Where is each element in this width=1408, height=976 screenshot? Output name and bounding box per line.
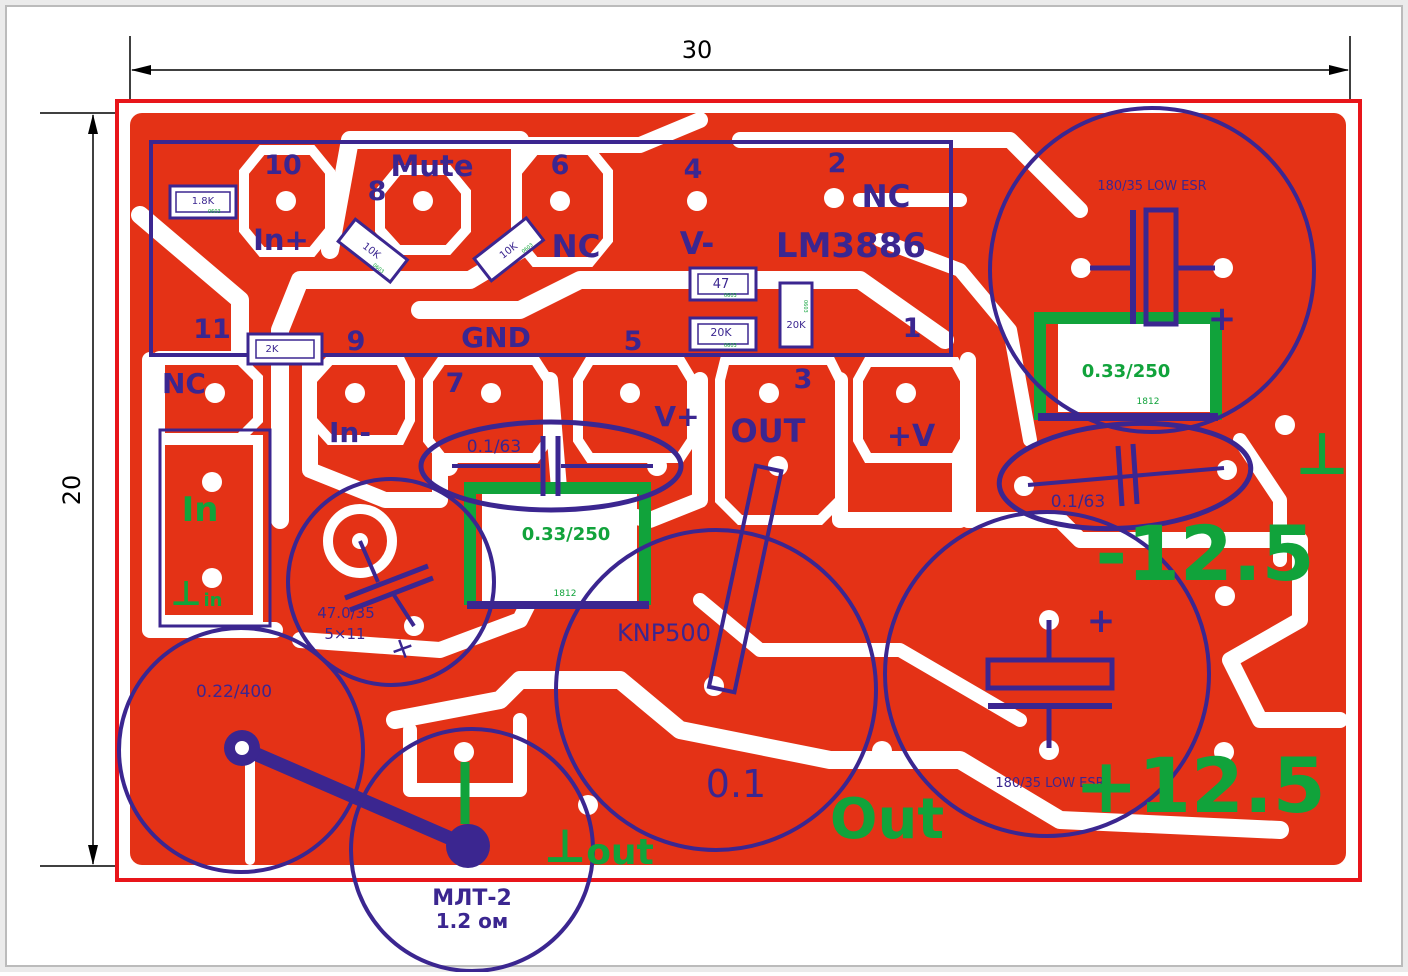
svg-text:0603: 0603 <box>724 293 737 299</box>
cap-ceramic-right: 0.1/63 <box>996 420 1254 532</box>
pad-hole-2 <box>824 188 844 208</box>
label-in-plus: In+ <box>253 223 309 257</box>
svg-text:180/35 LOW ESR: 180/35 LOW ESR <box>1097 179 1206 194</box>
label-out-connector: Out <box>830 787 944 852</box>
pin-number-2: 2 <box>828 148 847 179</box>
svg-text:0603: 0603 <box>724 343 737 349</box>
label-gnd-supply: ⊥ <box>1295 420 1348 488</box>
connector-labels: ⊥ out Out ⊥ -12.5 +12.5 <box>460 420 1349 873</box>
pin-number-4: 4 <box>684 154 703 185</box>
smd-resistor-r1: 1.8K 0603 <box>168 184 238 220</box>
ic-outline <box>149 140 953 357</box>
ic-labels: 10 8 6 4 2 11 9 7 5 3 1 Mute In+ NC NC V… <box>162 148 936 454</box>
pad-hole-10 <box>276 191 296 211</box>
pin-number-3: 3 <box>794 364 813 395</box>
resistor-mlt2: МЛТ-2 1.2 ом <box>349 727 595 973</box>
input-connector: In ⊥ in <box>158 428 272 628</box>
label-in-minus: In- <box>329 416 371 449</box>
cap-zobel: 0.22/400 <box>117 626 490 874</box>
smd-resistor-r2: 10K 0603 <box>336 217 410 285</box>
svg-text:20K: 20K <box>710 326 732 339</box>
svg-text:2K: 2K <box>266 344 279 355</box>
smd-resistor-r7: 2K <box>246 332 324 366</box>
smd-resistor-r3: 10K 0603 <box>472 215 546 283</box>
pin-number-1: 1 <box>903 313 922 344</box>
dimension-height-label: 20 <box>58 475 86 506</box>
film-cap-mid-code: 1812 <box>554 589 577 599</box>
svg-text:0.1/63: 0.1/63 <box>467 437 521 457</box>
polarity-plus-top: + <box>1208 299 1237 339</box>
pad-hole-3 <box>759 383 779 403</box>
pad-hole-7 <box>481 383 501 403</box>
smd-resistor-r5: 20K 0603 <box>688 316 758 352</box>
pad-hole-4 <box>687 191 707 211</box>
pad-hole-8 <box>413 191 433 211</box>
pad-hole-6 <box>550 191 570 211</box>
pad-hole-9 <box>345 383 365 403</box>
polarity-plus-bottom: + <box>1087 601 1116 641</box>
svg-text:0.1: 0.1 <box>706 762 766 806</box>
pin-number-7: 7 <box>446 368 465 399</box>
svg-text:0.1/63: 0.1/63 <box>1051 492 1105 512</box>
cap-electrolytic-small: 47.0/35 5×11 + <box>286 477 496 687</box>
pin-number-5: 5 <box>624 326 643 357</box>
pad-hole-5 <box>620 383 640 403</box>
label-gnd-in: ⊥ <box>170 574 201 614</box>
svg-text:20K: 20K <box>786 320 806 331</box>
cap-ceramic-mid: 0.1/63 <box>418 419 684 513</box>
label-plus-v: +V <box>887 419 936 454</box>
label-gnd-out: ⊥ <box>544 819 586 873</box>
pin-number-10: 10 <box>264 150 302 181</box>
svg-text:5×11: 5×11 <box>324 625 365 643</box>
label-minus-supply: -12.5 <box>1095 509 1314 598</box>
dimension-width: 30 <box>129 36 1351 100</box>
label-gnd-in-sub: in <box>204 590 223 611</box>
pad-hole-11 <box>205 383 225 403</box>
svg-text:МЛТ-2: МЛТ-2 <box>432 886 512 911</box>
film-cap-top-code: 1812 <box>1137 397 1160 407</box>
drill-holes <box>202 188 1295 815</box>
dimension-height: 20 <box>40 112 130 867</box>
svg-text:0.22/400: 0.22/400 <box>196 682 272 702</box>
svg-text:KNP500: KNP500 <box>617 619 711 647</box>
svg-text:47.0/35: 47.0/35 <box>317 604 375 622</box>
label-v-plus: V+ <box>654 400 699 433</box>
film-cap-top-value: 0.33/250 <box>1082 361 1171 382</box>
svg-text:1.2 ом: 1.2 ом <box>436 909 508 933</box>
smd-resistor-r4: 47 0603 <box>688 266 758 302</box>
label-plus-supply: +12.5 <box>1074 741 1325 830</box>
svg-text:0603: 0603 <box>208 209 221 215</box>
svg-text:0603: 0603 <box>802 300 808 313</box>
svg-text:1.8K: 1.8K <box>192 196 215 207</box>
label-gnd: GND <box>461 321 531 354</box>
label-nc-mid: NC <box>552 229 601 265</box>
pin-number-8: 8 <box>368 176 387 207</box>
svg-text:180/35 LOW ESR: 180/35 LOW ESR <box>995 776 1104 791</box>
film-cap-mid-value: 0.33/250 <box>522 524 611 545</box>
label-in: In <box>182 490 219 530</box>
cap-electrolytic-bottom: + 180/35 LOW ESR <box>883 510 1211 838</box>
pin-number-6: 6 <box>551 150 570 181</box>
pad-hole-1 <box>896 383 916 403</box>
label-gnd-out-sub: out <box>586 832 654 873</box>
ic-part-name: LM3886 <box>776 226 926 266</box>
label-nc-top: NC <box>862 179 911 215</box>
cap-electrolytic-top: 180/35 LOW ESR + <box>988 106 1316 434</box>
label-mute: Mute <box>390 149 473 183</box>
resistor-knp500: KNP500 0.1 <box>554 463 878 852</box>
label-nc-left: NC <box>162 367 206 400</box>
smd-resistor-r6: 20K 0603 <box>778 281 814 349</box>
svg-text:47: 47 <box>713 277 730 292</box>
label-out: OUT <box>730 412 805 450</box>
pin-number-11: 11 <box>193 314 231 345</box>
smd-resistors: 1.8K 0603 10K 0603 10K 0603 47 0603 20K … <box>168 184 814 366</box>
pin-number-9: 9 <box>347 326 366 357</box>
label-v-minus: V- <box>680 226 715 262</box>
dimension-width-label: 30 <box>682 36 713 64</box>
